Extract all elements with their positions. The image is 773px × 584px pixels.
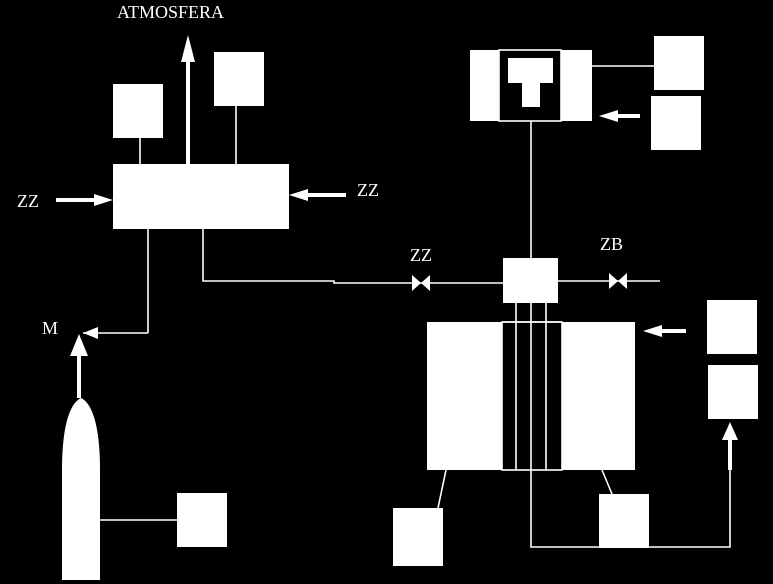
head-unit-element — [508, 58, 553, 107]
mixing-chamber-group: ATMOSFERA ZZ ZZ — [17, 2, 379, 229]
reactor-inlet-arrow — [643, 325, 662, 337]
top-sensor-box — [214, 52, 264, 106]
reactor-group — [393, 300, 758, 566]
reactor-drain-left — [437, 469, 447, 509]
zz-valve-left — [412, 275, 421, 291]
reactor-core-frame — [501, 321, 563, 471]
return-loop-arrow — [722, 422, 738, 440]
atmosfera-label: ATMOSFERA — [117, 2, 224, 22]
return-loop-line — [530, 445, 731, 548]
connecting-pipe — [202, 229, 503, 284]
reactor-left-wall — [427, 322, 502, 470]
head-unit-group — [470, 36, 704, 258]
zz-left-arrow-head — [94, 194, 113, 206]
zz-left-label: ZZ — [17, 191, 39, 211]
zb-valve-left — [609, 273, 618, 289]
atmosphere-arrow-head — [181, 35, 195, 62]
mixer-point-m — [70, 334, 88, 356]
zz-right-arrow-head — [289, 189, 308, 201]
head-sensor-box-top — [654, 36, 704, 90]
mixing-chamber — [113, 164, 289, 229]
connecting-pipe-group: ZZ ZB — [202, 229, 660, 303]
zz-valve-right — [421, 275, 430, 291]
reactor-drain-right — [601, 469, 613, 495]
junction-block — [503, 258, 558, 303]
m-label: M — [42, 318, 58, 338]
cylinder-sensor-box — [177, 493, 227, 547]
zz-valve-label: ZZ — [410, 245, 432, 265]
gas-cylinder — [62, 398, 100, 580]
head-unit-window-frame — [498, 49, 562, 122]
left-sensor-box — [113, 84, 163, 138]
zb-valve-right — [618, 273, 627, 289]
mixer-feed-arrow — [83, 327, 98, 339]
zz-right-label: ZZ — [357, 180, 379, 200]
gas-cylinder-group: M — [42, 229, 227, 580]
head-sensor-box-bottom — [651, 96, 701, 150]
reactor-sensor-box-bottom — [708, 365, 758, 419]
zb-valve-label: ZB — [600, 234, 623, 254]
reactor-right-wall — [562, 322, 635, 470]
bottom-right-sensor-box — [599, 494, 649, 548]
head-inlet-arrow — [599, 110, 618, 122]
bottom-left-sensor-box — [393, 508, 443, 566]
reactor-sensor-box-top — [707, 300, 757, 354]
